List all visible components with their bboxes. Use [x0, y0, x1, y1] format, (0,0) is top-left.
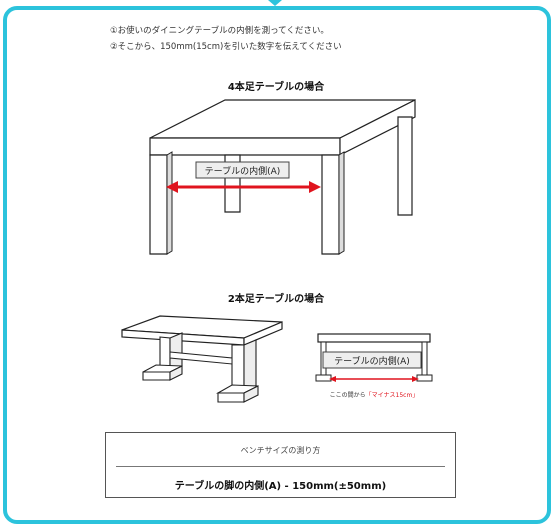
inner-label-box	[195, 161, 290, 179]
front-left-leg	[149, 154, 168, 255]
bench-size-title: ベンチサイズの測り方	[240, 446, 321, 455]
four-leg-heading: 4本足テーブルの場合	[227, 82, 325, 93]
two-leg-heading: 2本足テーブルの場合	[227, 294, 325, 305]
table-side-edge	[339, 99, 416, 156]
measure-arrow-left-head	[166, 181, 178, 193]
bench-size-formula: テーブルの脚の内側(A) - 150mm(±50mm)	[174, 481, 387, 492]
two-leg-table-illustration	[121, 315, 283, 403]
front-view-arrow-right-head	[412, 376, 419, 382]
front-left-leg-side	[166, 151, 173, 255]
front-view-label-text: テーブルの内側(A)	[334, 355, 410, 367]
front-right-leg-side	[338, 151, 345, 255]
bench-size-divider	[116, 466, 445, 467]
front-right-leg	[321, 154, 340, 255]
minus-15cm-highlight: 「マイナス15cm」	[366, 392, 419, 399]
back-right-leg	[397, 116, 413, 216]
bench-size-box: ベンチサイズの測り方 テーブルの脚の内側(A) - 150mm(±50mm)	[105, 432, 456, 498]
instruction-line-1: ①お使いのダイニングテーブルの内側を測ってください。	[110, 26, 329, 36]
measure-arrow-right-head	[309, 181, 321, 193]
top-arrow-notch	[268, 0, 282, 6]
front-view-arrow-left-head	[329, 376, 336, 382]
two-leg-front-view: テーブルの内側(A) ここの間から「マイナス15cm」	[315, 333, 433, 399]
instruction-line-2: ②そこから、150mm(15cm)を引いた数字を伝えてください	[110, 42, 342, 52]
table-front-edge	[149, 137, 341, 156]
front-view-label-box	[322, 351, 422, 369]
inner-label-text: テーブルの内側(A)	[205, 165, 281, 177]
front-view-note: ここの間から「マイナス15cm」	[330, 392, 419, 399]
